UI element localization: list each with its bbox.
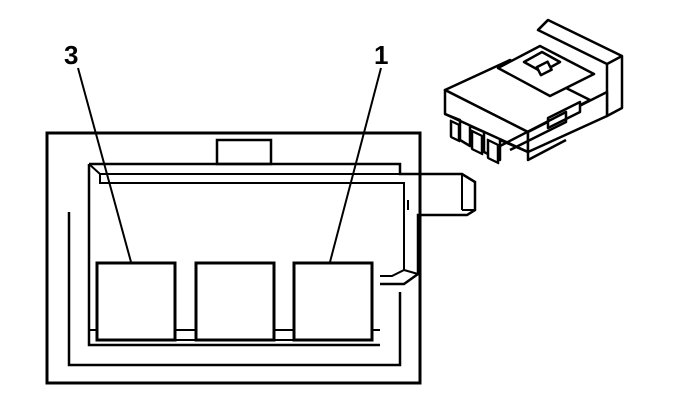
connector-isometric-view	[443, 18, 624, 165]
side-rail-lower	[499, 110, 568, 152]
leader-line-3	[77, 67, 132, 263]
leader-line-1	[329, 67, 382, 263]
connector-face-view	[45, 131, 477, 385]
cavity-inner-outline	[87, 164, 380, 347]
rear-flange-edge	[537, 19, 623, 66]
cavity-outline	[67, 212, 402, 367]
iso-cavity-c	[486, 138, 500, 165]
callout-label-1: 1	[374, 40, 388, 70]
iso-cavity-a	[449, 119, 461, 143]
callout-leaders	[77, 67, 382, 263]
side-rail	[546, 100, 582, 130]
locking-tab	[215, 138, 273, 166]
tpa-insert-inner	[99, 173, 462, 277]
terminal-cavity-3	[95, 261, 177, 342]
terminal-cavity-1	[292, 261, 374, 342]
terminal-cavity-2	[194, 261, 276, 342]
tpa-insert-bevel	[88, 163, 476, 275]
callout-label-3: 3	[64, 40, 78, 70]
tpa-insert-edge	[407, 174, 463, 210]
latch-window	[535, 60, 553, 77]
iso-cavity-b	[470, 129, 484, 156]
